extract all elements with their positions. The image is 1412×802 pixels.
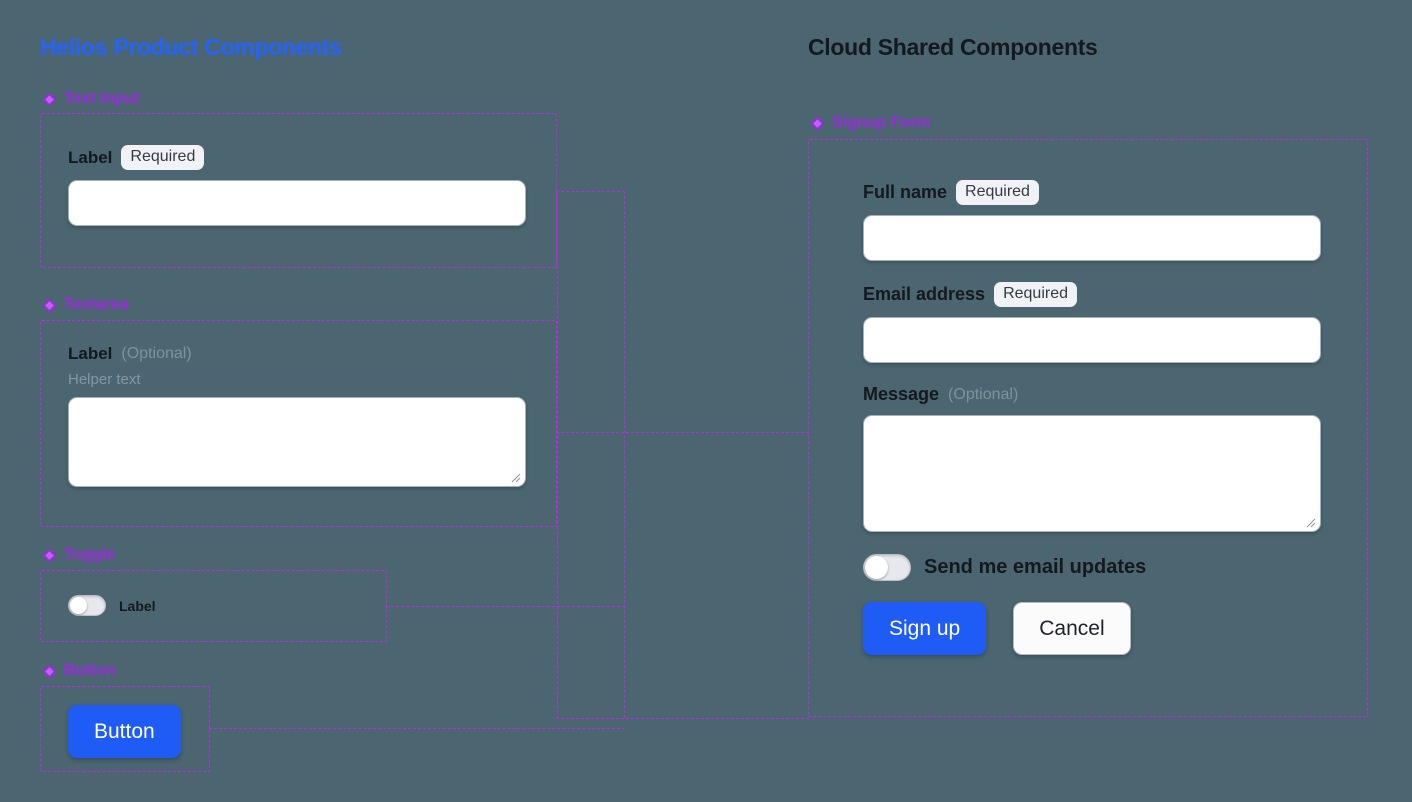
textarea-field-wrapper[interactable] [68,397,526,487]
textarea-label: Label [68,344,113,363]
section-label-button: Button [42,662,116,680]
email-updates-toggle[interactable] [863,554,911,581]
component-button: Button [68,705,181,758]
message-optional-text: (Optional) [948,385,1019,403]
email-updates-label: Send me email updates [924,556,1147,578]
message-label: Message [863,384,940,404]
message-textarea[interactable] [863,415,1321,532]
full-name-required-badge: Required [956,180,1039,205]
signup-actions: Sign up Cancel [863,602,1321,655]
textarea-helper-text: Helper text [68,371,141,388]
diamond-icon [42,92,57,106]
email-input[interactable] [863,317,1321,363]
toggle-knob [70,597,87,614]
cancel-button[interactable]: Cancel [1013,602,1131,655]
connector-toggle-horizontal [386,606,625,607]
connector-button-horizontal [209,728,625,729]
diamond-icon [810,116,825,130]
frame-signup-form [808,139,1368,717]
section-label-text: Signup Form [832,114,931,131]
toggle-row: Label [68,595,156,616]
section-label-toggle: Toggle [42,546,115,564]
connector-left-bus-vertical [557,191,558,719]
text-input-required-badge: Required [121,145,205,170]
text-input-field[interactable] [68,180,526,226]
component-text-input: Label Required [68,145,526,226]
left-column-heading: Helios Product Components [40,34,342,60]
frame-text-input [40,113,557,268]
section-label-text: Text Input [64,90,140,107]
diamond-icon [42,298,57,312]
connector-bottom-bus [556,718,809,719]
component-signup-form: Full name Required Email address Require… [863,180,1321,655]
connector-textarea-horizontal [556,432,809,433]
section-label-text-input: Text Input [42,90,139,108]
email-updates-toggle-row: Send me email updates [863,554,1321,581]
textarea-label-row: Label (Optional) [68,344,526,364]
full-name-label: Full name [863,182,948,202]
toggle-label: Label [119,597,156,614]
section-label-text: Button [64,662,116,679]
email-label-row: Email address Required [863,282,1321,307]
full-name-label-row: Full name Required [863,180,1321,205]
text-input-label: Label [68,147,113,167]
email-label: Email address [863,284,986,304]
toggle-switch[interactable] [68,595,106,616]
section-label-text: Textarea [64,296,129,313]
frame-button [40,686,210,772]
section-label-text: Toggle [64,546,116,563]
resize-grip-icon [1306,518,1316,528]
sign-up-button[interactable]: Sign up [863,602,987,655]
section-label-signup-form: Signup Form [810,114,931,132]
toggle-knob [865,556,888,579]
text-input-label-row: Label Required [68,145,526,170]
email-required-badge: Required [994,282,1077,307]
frame-toggle [40,570,387,642]
message-label-row: Message (Optional) [863,384,1321,405]
component-textarea: Label (Optional) Helper text [68,344,526,487]
section-label-textarea: Textarea [42,296,129,314]
textarea-optional-text: (Optional) [121,345,192,362]
full-name-input[interactable] [863,215,1321,261]
diamond-icon [42,548,57,562]
frame-textarea [40,320,557,527]
demo-button[interactable]: Button [68,705,181,758]
resize-grip-icon [511,473,521,483]
connector-text-input-vertical [624,191,625,718]
diamond-icon [42,664,57,678]
connector-text-input-horizontal [556,191,625,192]
component-toggle: Label [68,595,156,616]
right-column-heading: Cloud Shared Components [808,34,1098,60]
